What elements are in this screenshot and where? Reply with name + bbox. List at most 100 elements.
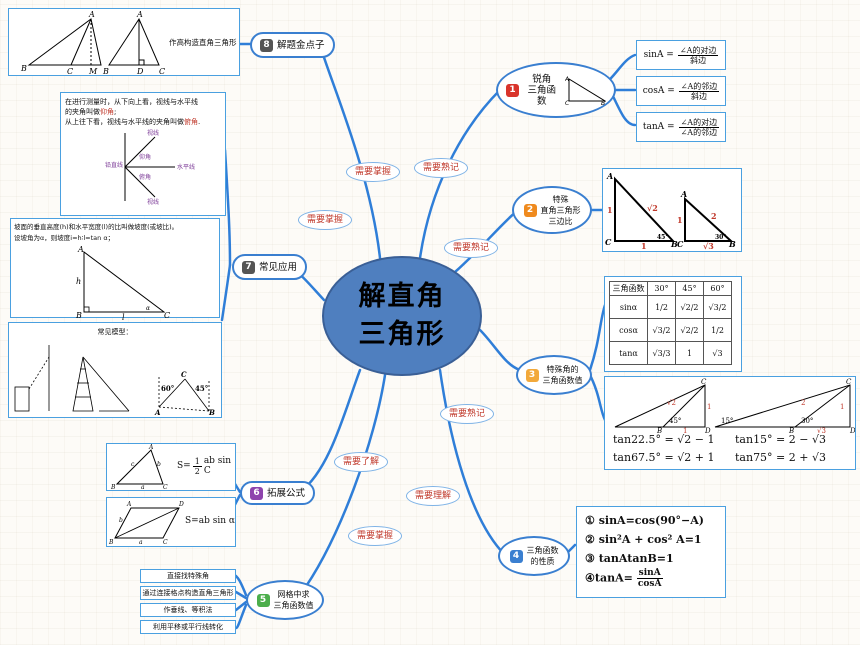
- svg-text:1: 1: [677, 215, 683, 225]
- svg-text:C: C: [163, 484, 168, 490]
- cos-denominator: 斜边: [690, 91, 707, 101]
- table-cell: √3: [703, 341, 732, 365]
- svg-text:C: C: [164, 311, 170, 320]
- node-2-line2: 直角三角形: [540, 205, 581, 215]
- branch-5-tail: [234, 574, 248, 630]
- sin-name: sinA =: [643, 50, 674, 60]
- tan-values-box: CBD √211 CBD 21√3 45°15°30° tan22.5° = √…: [604, 376, 856, 470]
- slope-line1: 坡面的垂直高度(h)和水平宽度(l)的比叫做坡度(或坡比)。: [14, 223, 179, 231]
- svg-text:B: B: [108, 539, 114, 546]
- node-4-line1: 三角函数: [526, 546, 559, 555]
- cos-numerator: ∠A的邻边: [678, 81, 720, 92]
- trig-cos-box: cosA = ∠A的邻边斜边: [636, 76, 726, 106]
- branch-7-tail: [220, 263, 232, 322]
- table-row: cosα √3/2 √2/2 1/2: [609, 318, 732, 342]
- slope-line2: 设坡角为α，则坡度i=h∶l=tan α；: [14, 234, 115, 242]
- elevation-depression-figure: 视线 仰角 水平线 俯角 视线 铅直线: [105, 129, 195, 206]
- grid-method-1: 直接找特殊角: [140, 569, 236, 583]
- table-cell: √3/2: [703, 295, 732, 319]
- svg-text:C: C: [605, 237, 612, 247]
- node-2-line1: 特殊: [552, 194, 569, 204]
- tag-t5: 需要掌握: [348, 526, 403, 546]
- diagram-label: 俯角: [139, 173, 151, 181]
- svg-text:45°: 45°: [669, 417, 681, 425]
- node-8-number: 8: [260, 38, 273, 52]
- branch-3-tail: [588, 303, 607, 422]
- central-topic-line2: 三角形: [358, 319, 446, 350]
- elevation-term: 仰角: [100, 108, 114, 116]
- properties-box: ① sinA=cos(90°−A) ② sin²A + cos² A=1 ③ t…: [576, 506, 726, 598]
- node-3-label: 特殊角的 三角函数值: [543, 364, 583, 386]
- grid-method-2: 通过连接格点构造直角三角形: [140, 586, 236, 600]
- svg-text:M: M: [88, 67, 98, 75]
- tan-name: tanA =: [642, 122, 675, 132]
- node-7-common-applications[interactable]: 7 常见应用: [232, 254, 308, 280]
- tan-values-figure: CBD √211 CBD 21√3 45°15°30°: [614, 378, 856, 435]
- svg-text:C: C: [67, 67, 73, 75]
- node-3-special-angle-values[interactable]: 3 特殊角的 三角函数值: [516, 355, 592, 395]
- node-1-number: 1: [506, 83, 519, 97]
- svg-text:A: A: [136, 10, 143, 19]
- svg-text:B: B: [102, 67, 109, 75]
- table-header: 45°: [675, 281, 704, 296]
- table-cell: 1: [675, 341, 704, 365]
- svg-text:a: a: [139, 539, 143, 546]
- svg-text:b: b: [119, 517, 123, 524]
- svg-text:A: A: [606, 171, 613, 181]
- node-4-trig-properties[interactable]: 4 三角函数 的性质: [498, 536, 570, 576]
- central-topic[interactable]: 解直角 三角形: [322, 256, 482, 376]
- table-cell: √3/2: [647, 318, 676, 342]
- svg-text:C: C: [846, 378, 852, 386]
- svg-text:√2: √2: [667, 399, 676, 407]
- table-cell: tanα: [609, 341, 648, 365]
- node-5-grid-trig-values[interactable]: 5 网格中求 三角函数值: [246, 580, 324, 620]
- svg-text:C: C: [163, 539, 168, 546]
- svg-text:2: 2: [711, 211, 717, 221]
- special-values-table-box: 三角函数 30° 45° 60° sinα 1/2 √2/2 √3/2 cosα…: [604, 276, 742, 372]
- branch-4: [438, 368, 507, 557]
- node-5-label: 网格中求 三角函数值: [274, 589, 314, 611]
- angles-line3: 从上往下看，视线与水平线的夹角叫做: [65, 118, 184, 126]
- node-1-trig-functions[interactable]: 1 锐角 三角函数 A C B: [496, 62, 616, 118]
- svg-text:C: C: [701, 378, 707, 386]
- svg-text:A: A: [565, 76, 569, 83]
- node-2-number: 2: [523, 203, 537, 217]
- svg-text:B: B: [208, 408, 215, 417]
- svg-text:45°: 45°: [657, 234, 668, 241]
- table-header-row: 三角函数 30° 45° 60°: [609, 281, 732, 296]
- svg-text:c: c: [131, 461, 135, 468]
- tag-t3: 需要熟记: [440, 404, 495, 424]
- sin-denominator: 斜边: [690, 55, 707, 65]
- svg-text:1: 1: [840, 403, 844, 411]
- svg-text:15°: 15°: [721, 417, 733, 425]
- svg-text:B: B: [788, 427, 794, 433]
- node-6-extended-formulas[interactable]: 6 拓展公式: [240, 481, 316, 505]
- node-2-special-right-triangles[interactable]: 2 特殊 直角三角形 三边比: [512, 186, 592, 234]
- property-4-text: ④tanA=: [585, 571, 633, 585]
- svg-text:B: B: [670, 239, 678, 249]
- trig-tan-box: tanA = ∠A的对边∠A的邻边: [636, 112, 726, 142]
- svg-text:B: B: [75, 311, 82, 320]
- svg-text:1: 1: [641, 241, 647, 251]
- svg-text:D: D: [704, 427, 711, 433]
- tan75: tan75° = 2 + √3: [735, 451, 826, 464]
- tag-t4: 需要理解: [406, 486, 461, 506]
- diagram-label: 铅直线: [105, 161, 123, 169]
- svg-text:√3: √3: [817, 427, 826, 433]
- node-6-number: 6: [250, 486, 263, 500]
- svg-text:B: B: [656, 427, 662, 433]
- table-header: 三角函数: [609, 281, 648, 296]
- svg-text:C: C: [181, 370, 187, 379]
- diagram-label: 视线: [147, 198, 159, 205]
- svg-text:45°: 45°: [195, 384, 208, 393]
- formula-1-prefix: S=: [177, 461, 191, 471]
- node-8-solving-tips[interactable]: 8 解题金点子: [250, 32, 335, 58]
- svg-text:B: B: [728, 239, 736, 249]
- svg-text:A: A: [148, 444, 154, 451]
- tan15: tan15° = 2 − √3: [735, 433, 826, 446]
